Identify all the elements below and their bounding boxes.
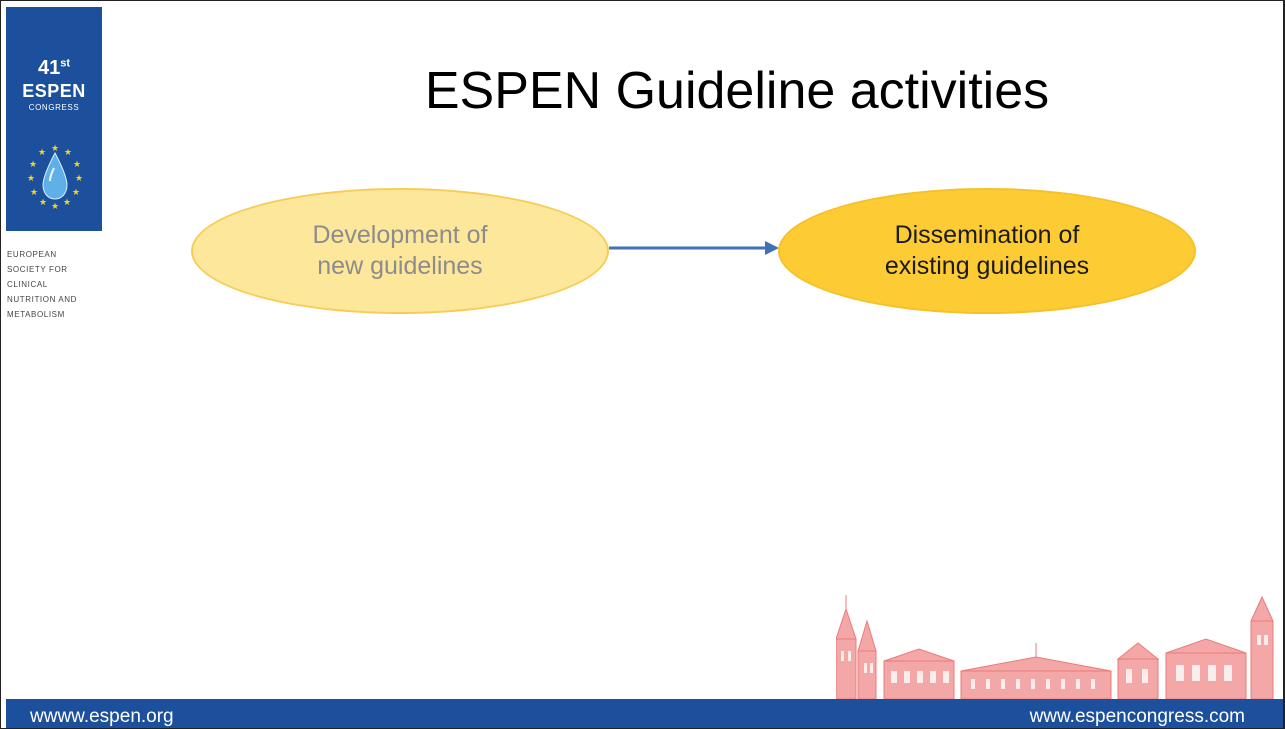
svg-text:★: ★ — [64, 148, 72, 158]
svg-text:★: ★ — [72, 188, 80, 198]
society-line: EUROPEAN — [7, 250, 57, 259]
dissemination-node: Dissemination of existing guidelines — [778, 188, 1196, 314]
slide-title: ESPEN Guideline activities — [424, 62, 1050, 120]
svg-text:★: ★ — [75, 174, 83, 184]
svg-text:★: ★ — [73, 160, 81, 170]
dissemination-line-1: Dissemination of — [894, 221, 1080, 249]
svg-text:★: ★ — [51, 202, 59, 212]
right-arrow-icon — [609, 241, 779, 255]
svg-text:★: ★ — [29, 160, 37, 170]
development-node: Development of new guidelines — [191, 188, 609, 314]
society-line: METABOLISM — [7, 310, 65, 319]
footer-left-url[interactable]: wwww.espen.org — [30, 706, 174, 727]
society-line: CLINICAL — [7, 280, 48, 289]
svg-text:★: ★ — [39, 198, 47, 208]
svg-text:★: ★ — [27, 174, 35, 184]
svg-text:★: ★ — [38, 148, 46, 158]
congress-logo-banner: 41st ESPEN CONGRESS ★ ★★ ★★ ★★ ★★ ★★ ★ — [6, 7, 102, 231]
society-line: SOCIETY FOR — [7, 265, 68, 274]
city-skyline-illustration — [836, 595, 1274, 699]
congress-subtitle: CONGRESS — [28, 103, 80, 112]
congress-number: 41st — [6, 57, 102, 80]
footer-bar: wwww.espen.org www.espencongress.com — [6, 699, 1283, 728]
development-line-2: new guidelines — [317, 252, 483, 280]
svg-text:★: ★ — [63, 198, 71, 208]
footer-right-url[interactable]: www.espencongress.com — [1029, 706, 1245, 727]
drop-with-stars-icon: ★ ★★ ★★ ★★ ★★ ★★ ★ — [27, 144, 83, 212]
svg-text:★: ★ — [30, 188, 38, 198]
development-line-1: Development of — [312, 221, 488, 249]
svg-text:★: ★ — [51, 144, 59, 154]
congress-number-suffix: st — [60, 57, 71, 70]
congress-name: ESPEN — [22, 81, 86, 101]
dissemination-line-2: existing guidelines — [884, 252, 1090, 280]
society-line: NUTRITION AND — [7, 295, 78, 304]
society-name: EUROPEAN SOCIETY FOR CLINICAL NUTRITION … — [7, 247, 107, 322]
congress-number-value: 41 — [37, 57, 61, 79]
